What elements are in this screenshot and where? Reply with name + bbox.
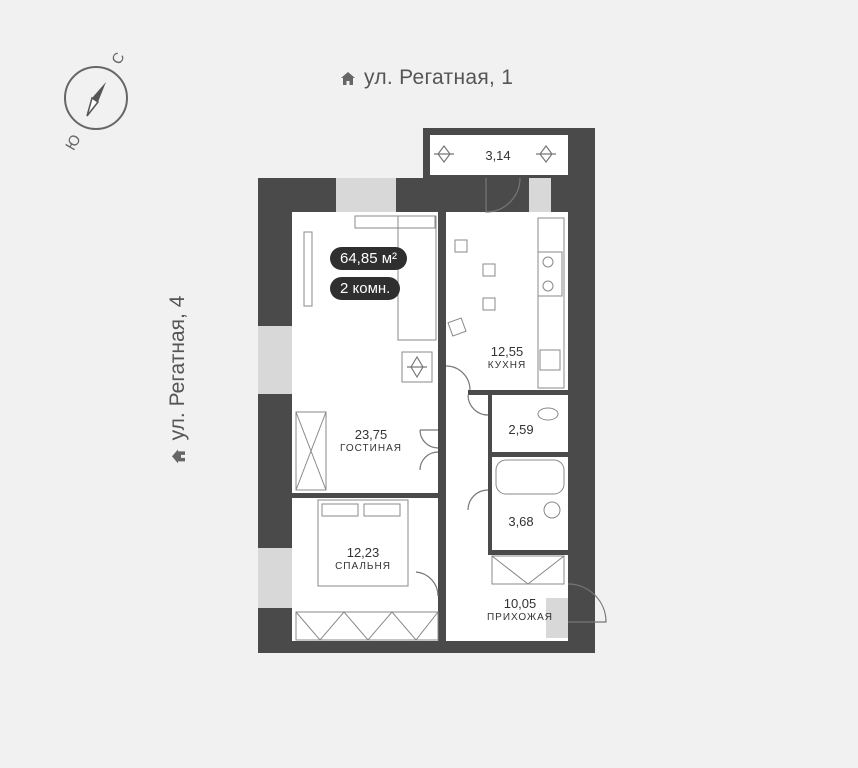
room-area: 12,55: [490, 344, 524, 359]
home-icon: [341, 72, 355, 85]
furniture: [295, 215, 565, 641]
room-label-kitchen: 12,55 КУХНЯ: [488, 344, 526, 371]
room-label-living: 23,75 ГОСТИНАЯ: [340, 427, 402, 454]
compass-icon: [64, 66, 128, 130]
room-name: СПАЛЬНЯ: [335, 561, 391, 572]
interior-walls: [292, 212, 568, 632]
room-name: КУХНЯ: [487, 360, 527, 371]
total-area-badge: 64,85 м²: [330, 247, 408, 270]
windows: [258, 178, 568, 638]
room-name: ПРИХОЖАЯ: [486, 612, 554, 623]
street-label-top: ул. Регатная, 1: [340, 66, 513, 90]
room-area: 12,23: [346, 545, 380, 560]
room-label-balcony: 3,14: [485, 148, 510, 163]
room-area: 3,14: [485, 148, 511, 163]
room-label-bath: 3,68: [508, 514, 533, 529]
room-area: 2,59: [508, 422, 534, 437]
room-area: 23,75: [354, 427, 388, 442]
home-icon: [172, 449, 185, 464]
room-area: 10,05: [503, 596, 537, 611]
room-label-hall: 10,05 ПРИХОЖАЯ: [487, 596, 553, 623]
doors: [415, 177, 607, 623]
street-top-text: ул. Регатная, 1: [364, 66, 514, 89]
room-label-bedroom: 12,23 СПАЛЬНЯ: [335, 545, 391, 572]
room-label-wc: 2,59: [508, 422, 533, 437]
plant-icons: [407, 145, 556, 379]
rooms-count-badge: 2 комн.: [330, 277, 401, 300]
room-area: 3,68: [508, 514, 534, 529]
room-name: ГОСТИНАЯ: [340, 443, 402, 454]
